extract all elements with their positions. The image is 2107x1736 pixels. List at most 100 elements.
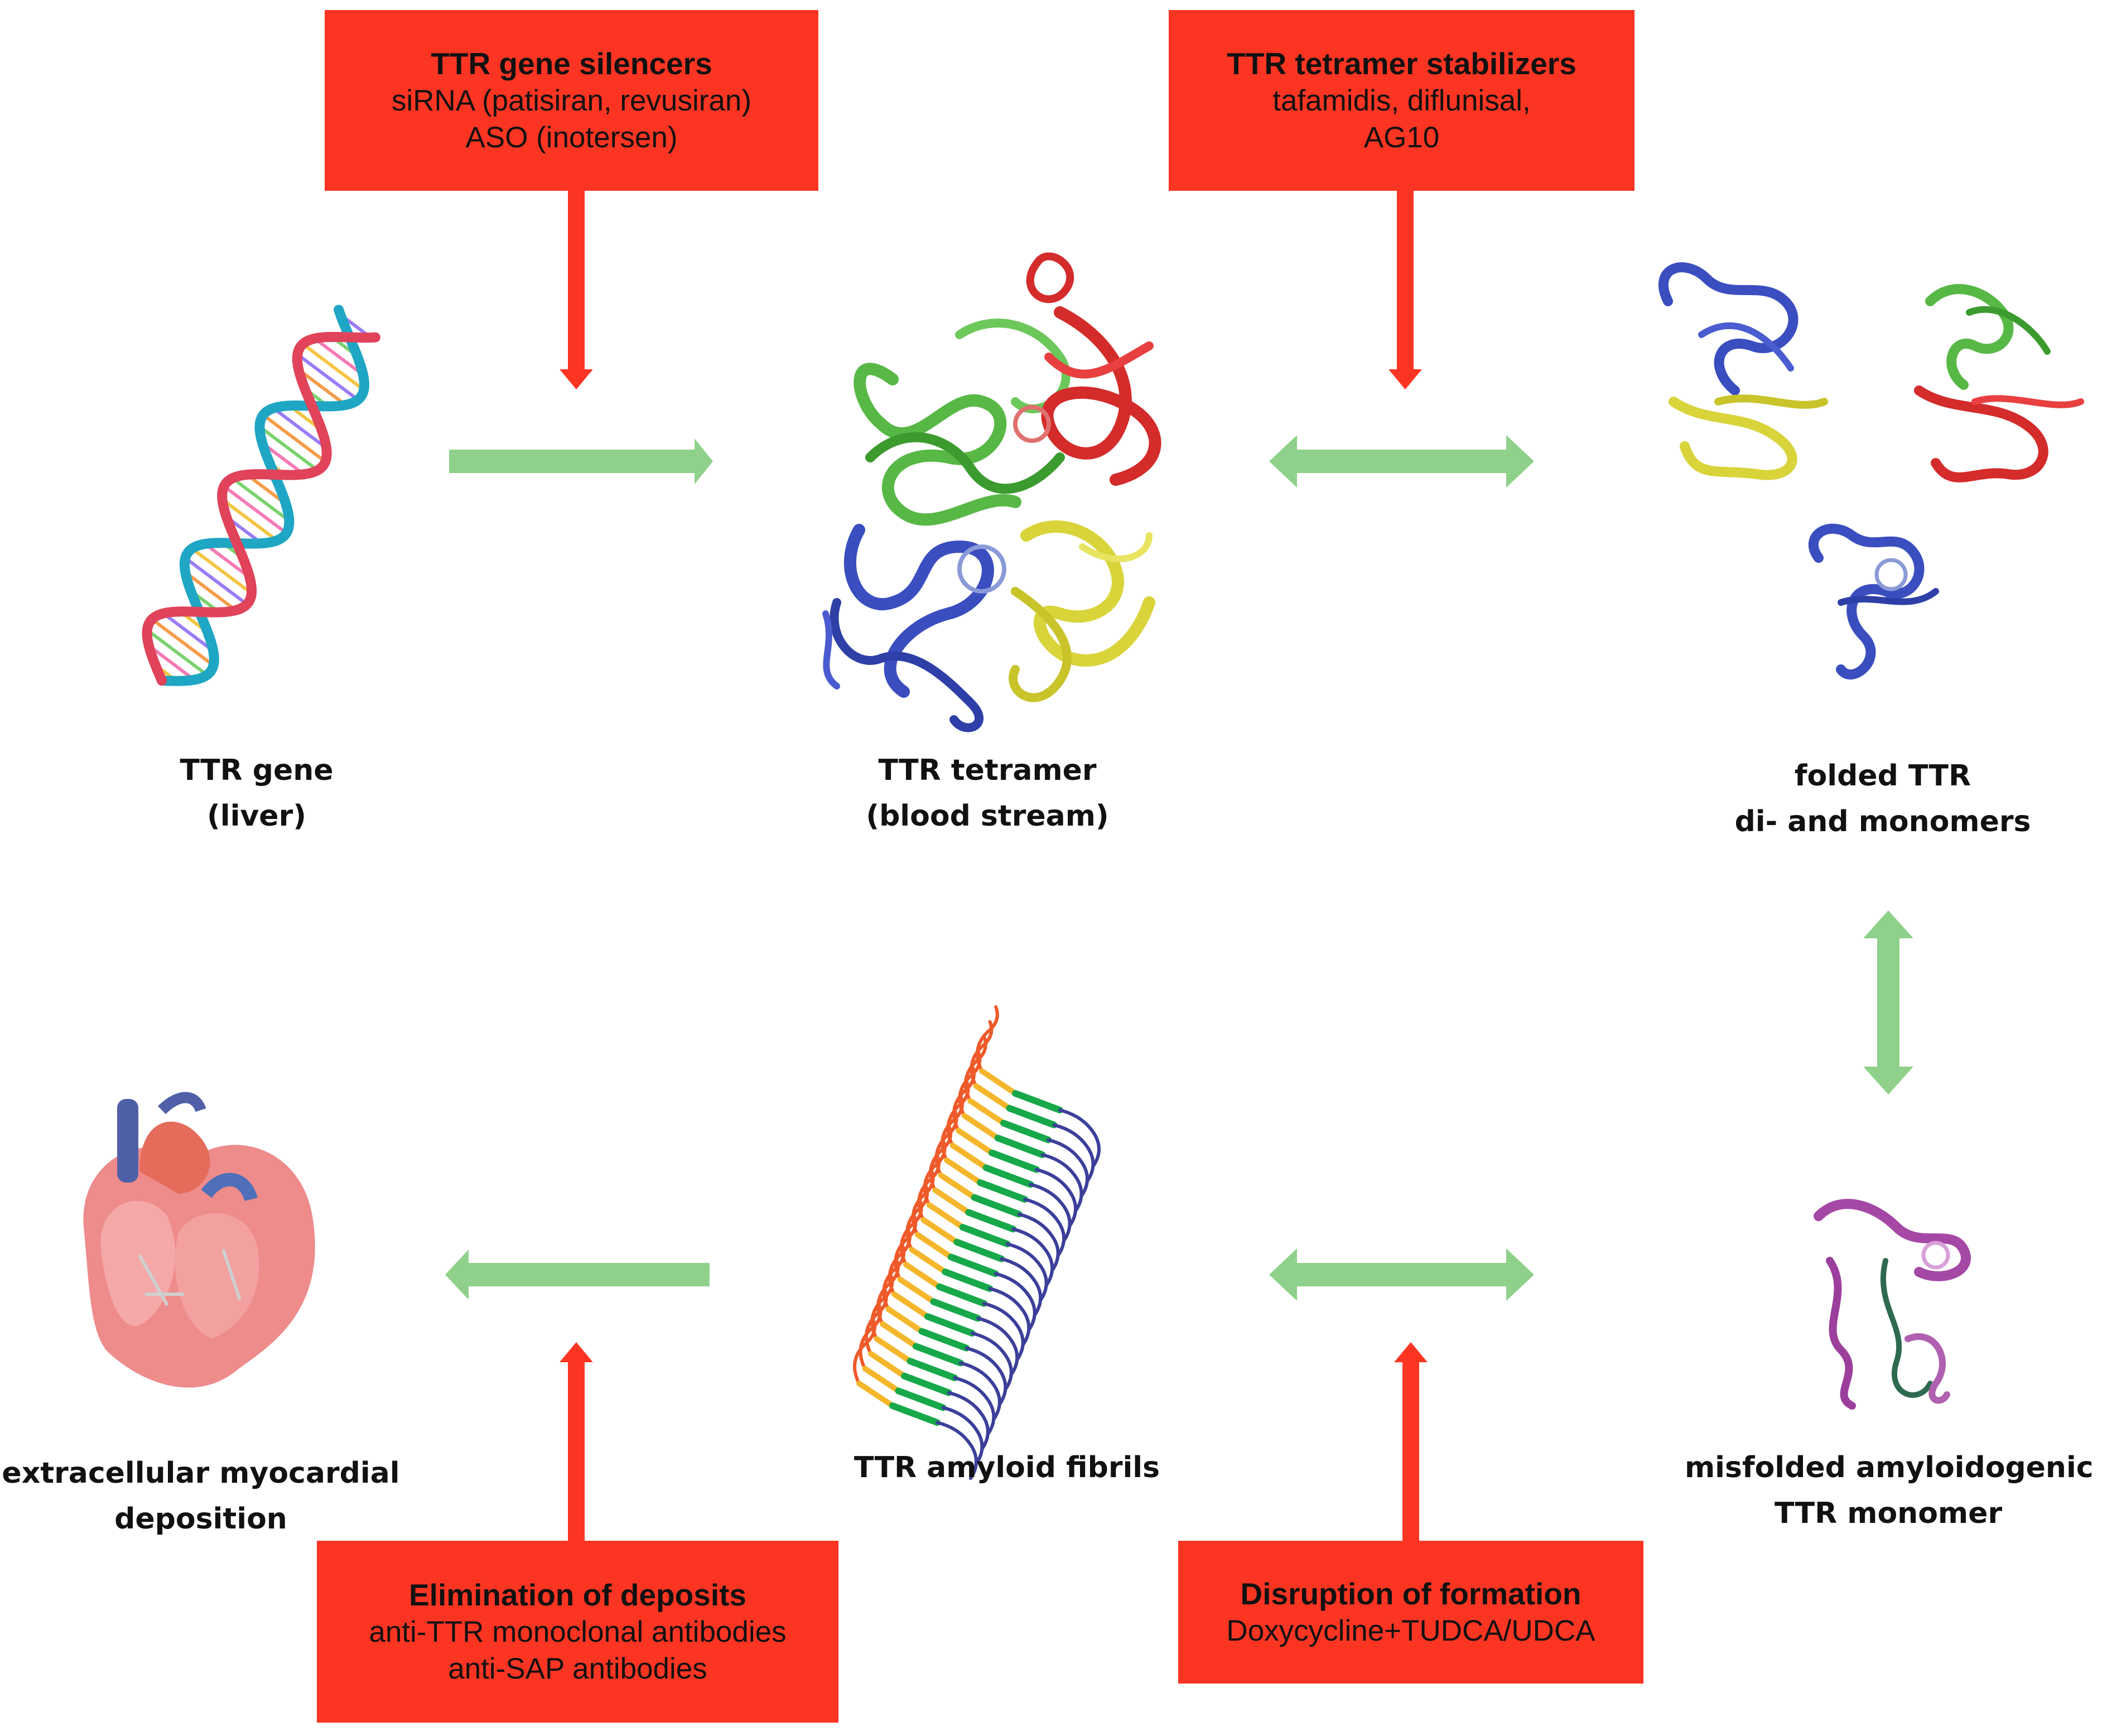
disruption-line: Doxycycline+TUDCA/UDCA bbox=[1226, 1614, 1595, 1647]
fibril-strand bbox=[895, 1387, 947, 1411]
fibril-strand bbox=[967, 1098, 1007, 1126]
fibril-strand bbox=[859, 1303, 883, 1371]
tetramer-stabilizers-line: tafamidis, diflunisal, bbox=[1272, 84, 1531, 117]
fibril-strand bbox=[982, 1164, 1034, 1188]
tetramer-stabilizers-title: TTR tetramer stabilizers bbox=[1227, 46, 1576, 81]
fibril-strand bbox=[953, 1238, 1005, 1262]
fibril-strand bbox=[971, 1194, 1023, 1218]
fibril-strand bbox=[970, 1332, 1013, 1391]
caption-fibrils: TTR amyloid fibrils bbox=[826, 1445, 1188, 1491]
folded-protein-icon bbox=[1658, 262, 2084, 680]
dna-base-pair bbox=[221, 498, 278, 542]
fibril-strand bbox=[936, 1283, 987, 1307]
fibril-strand bbox=[1040, 1153, 1083, 1212]
caption-gene-line: (liver) bbox=[207, 799, 306, 833]
fibril-strand bbox=[853, 1318, 876, 1385]
fibril-strand bbox=[889, 1402, 941, 1426]
fibril-strand bbox=[891, 1291, 930, 1319]
arrow-tetramer-folded-bidirectional bbox=[1269, 435, 1534, 488]
dna-helix-icon bbox=[142, 305, 380, 686]
dna-base-pair bbox=[258, 425, 319, 472]
fibril-strand bbox=[994, 1272, 1036, 1332]
fibril-strand bbox=[959, 1224, 1011, 1247]
dna-base-pair bbox=[223, 485, 288, 535]
process-arrows bbox=[445, 435, 1913, 1301]
fibril-strand bbox=[920, 1217, 960, 1245]
fibril-strand bbox=[979, 1068, 1018, 1096]
elimination-title: Elimination of deposits bbox=[408, 1578, 747, 1612]
caption-deposition-line: deposition bbox=[114, 1502, 287, 1536]
dna-base-pair bbox=[297, 368, 347, 407]
dna-base-pair bbox=[296, 353, 359, 402]
caption-folded-line: folded TTR bbox=[1794, 759, 1971, 793]
fibril-strand bbox=[976, 1317, 1019, 1376]
fibril-strand bbox=[900, 1372, 952, 1396]
fibril-strand bbox=[912, 1343, 964, 1367]
tetramer-stabilizers-line: AG10 bbox=[1363, 121, 1440, 154]
fibril-strand bbox=[862, 1366, 901, 1394]
fibril-strand bbox=[965, 1346, 1007, 1406]
dna-base-pair bbox=[301, 343, 365, 392]
fibril-strand bbox=[1017, 1212, 1060, 1272]
fibril-strand bbox=[1047, 1138, 1089, 1198]
dna-base-pair bbox=[191, 547, 253, 595]
protein-tetramer-icon bbox=[822, 252, 1161, 732]
fibril-strand bbox=[926, 1202, 966, 1230]
dna-base-pair bbox=[151, 618, 215, 667]
fibril-strand bbox=[1023, 1198, 1066, 1257]
fibril-strand bbox=[856, 1381, 895, 1409]
disruption-title: Disruption of formation bbox=[1240, 1576, 1582, 1611]
arrow-fibrils-to-deposition bbox=[445, 1250, 710, 1300]
caption-tetramer-line: (blood stream) bbox=[866, 799, 1109, 833]
gene-silencers-line: ASO (inotersen) bbox=[465, 121, 678, 154]
fibril-strand bbox=[909, 1247, 948, 1275]
fibril-strand bbox=[973, 1083, 1012, 1111]
caption-gene-line: TTR gene bbox=[180, 754, 334, 787]
arrow-misfolded-fibrils-bidirectional bbox=[1269, 1248, 1534, 1301]
fibril-strand bbox=[947, 1391, 990, 1450]
fibril-strand bbox=[903, 1261, 942, 1290]
elimination-line: anti-SAP antibodies bbox=[448, 1652, 707, 1685]
fibril-strand bbox=[932, 1187, 972, 1216]
dna-base-pair bbox=[314, 337, 364, 377]
fibril-strand bbox=[885, 1306, 925, 1334]
fibril-strand bbox=[874, 1336, 913, 1364]
dna-strand bbox=[157, 305, 369, 686]
dna-base-pair bbox=[262, 413, 327, 463]
fibril-strand bbox=[989, 1149, 1040, 1173]
fibril-strand bbox=[924, 1313, 976, 1337]
heart-anatomy-icon bbox=[83, 1092, 315, 1388]
caption-folded-line: di- and monomers bbox=[1734, 805, 2031, 838]
fibril-strand bbox=[1029, 1183, 1072, 1242]
fibril-strand bbox=[930, 1298, 982, 1322]
fibril-strand bbox=[953, 1376, 996, 1435]
fibril-strand bbox=[965, 1209, 1017, 1233]
caption-misfolded-line: TTR monomer bbox=[1774, 1497, 2003, 1530]
arrow-folded-misfolded-bidirectional bbox=[1863, 910, 1913, 1094]
arrow-stabilizers-down bbox=[1388, 191, 1422, 389]
fibril-strand bbox=[879, 1321, 919, 1349]
fibril-strand bbox=[918, 1328, 970, 1352]
fibril-strand bbox=[938, 1172, 977, 1200]
fibril-strand bbox=[1005, 1242, 1048, 1301]
dna-base-pair bbox=[231, 476, 291, 522]
caption-folded: folded TTR di- and monomers bbox=[1701, 753, 2064, 845]
caption-deposition-line: extracellular myocardial bbox=[2, 1457, 400, 1490]
caption-deposition: extracellular myocardial deposition bbox=[0, 1450, 402, 1542]
dna-base-pair bbox=[204, 542, 251, 579]
arrow-elimination-up bbox=[560, 1342, 593, 1541]
tetramer-stabilizers-box: TTR tetramer stabilizers tafamidis, difl… bbox=[1169, 10, 1635, 191]
fibril-strand bbox=[1000, 1257, 1043, 1317]
dna-base-pair bbox=[147, 644, 196, 682]
fibril-strand bbox=[956, 1127, 995, 1156]
dna-strand bbox=[142, 331, 380, 686]
fibril-strand bbox=[958, 1361, 1001, 1421]
fibril-strand bbox=[994, 1135, 1046, 1158]
dna-base-pair bbox=[184, 556, 248, 606]
elimination-box: Elimination of deposits anti-TTR monoclo… bbox=[317, 1541, 838, 1723]
arrow-disruption-up bbox=[1394, 1342, 1428, 1541]
arrow-gene-to-tetramer bbox=[449, 438, 713, 484]
fibril-strand bbox=[1011, 1227, 1054, 1287]
inhibitor-arrows bbox=[560, 191, 1428, 1541]
